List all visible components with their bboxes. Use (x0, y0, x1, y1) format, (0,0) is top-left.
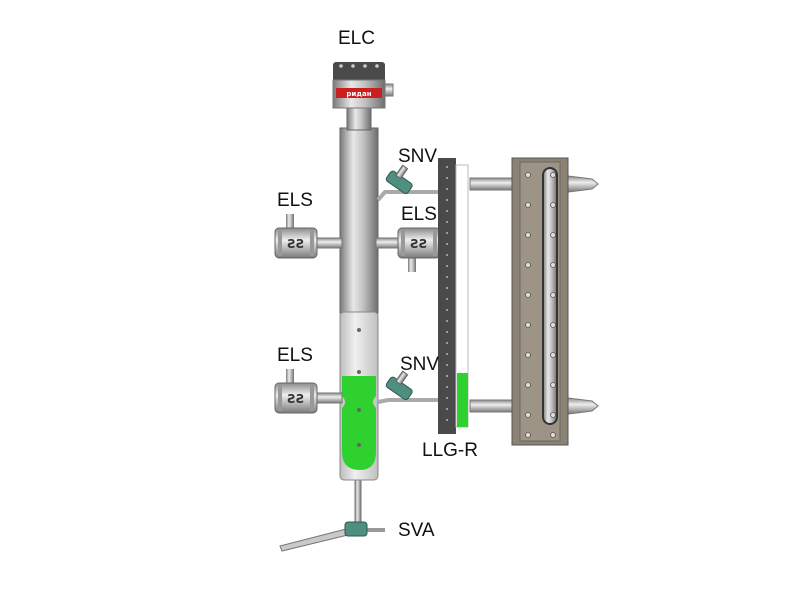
label-elc: ELC (338, 28, 375, 49)
label-els-top-right: ELS (401, 204, 437, 225)
snv-bottom-valve (377, 370, 438, 404)
els-top-left (274, 214, 343, 259)
snv-top-valve (376, 164, 438, 202)
llg-r-indicator (438, 158, 469, 434)
elc-transmitter-head: ридан (332, 62, 394, 109)
els-bottom-left (274, 369, 343, 414)
sva-valve-icon (344, 521, 368, 537)
sva-valve-assembly (279, 477, 385, 552)
label-llg-r: LLG-R (422, 440, 478, 461)
llg-r-liquid-level (457, 373, 468, 427)
reflex-level-gauge (469, 157, 599, 446)
column-liquid (342, 376, 376, 470)
els-top-right (375, 227, 441, 272)
label-els-bottom-left: ELS (277, 345, 313, 366)
brand-logo-text: ридан (346, 90, 371, 98)
elc-column (339, 107, 379, 481)
label-els-top-left: ELS (277, 190, 313, 211)
label-sva: SVA (398, 520, 435, 541)
brand-plate (336, 88, 382, 98)
label-snv-bottom: SNV (400, 354, 439, 375)
label-snv-top: SNV (398, 146, 437, 167)
